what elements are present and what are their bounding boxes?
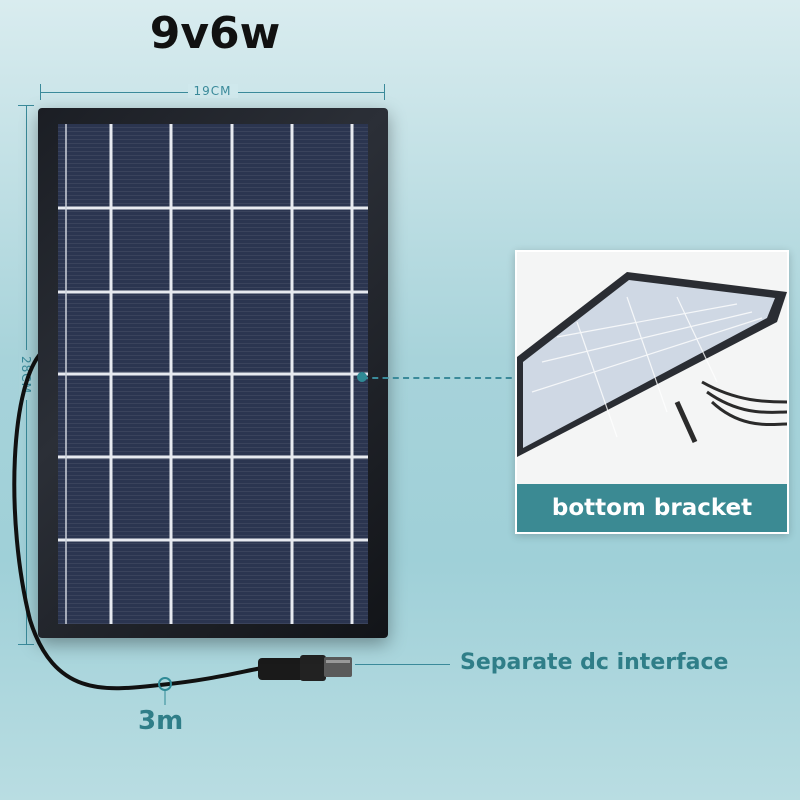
panel-dot [357, 372, 367, 382]
dc-plug [258, 655, 352, 681]
cable-length-label: 3m [138, 706, 184, 736]
product-title: 9v6w [149, 8, 281, 59]
bracket-caption: bottom bracket [517, 484, 787, 532]
solar-cells [58, 124, 368, 624]
dc-interface-label: Separate dc interface [460, 650, 729, 675]
bracket-photo [517, 252, 787, 484]
dc-callout-line [355, 664, 450, 665]
height-dimension: 28CM [18, 105, 34, 645]
solar-panel [38, 108, 388, 638]
bracket-connector [362, 377, 522, 379]
width-label: 19CM [187, 84, 238, 98]
width-dimension: 19CM [40, 84, 385, 100]
bracket-inset: bottom bracket [515, 250, 789, 534]
